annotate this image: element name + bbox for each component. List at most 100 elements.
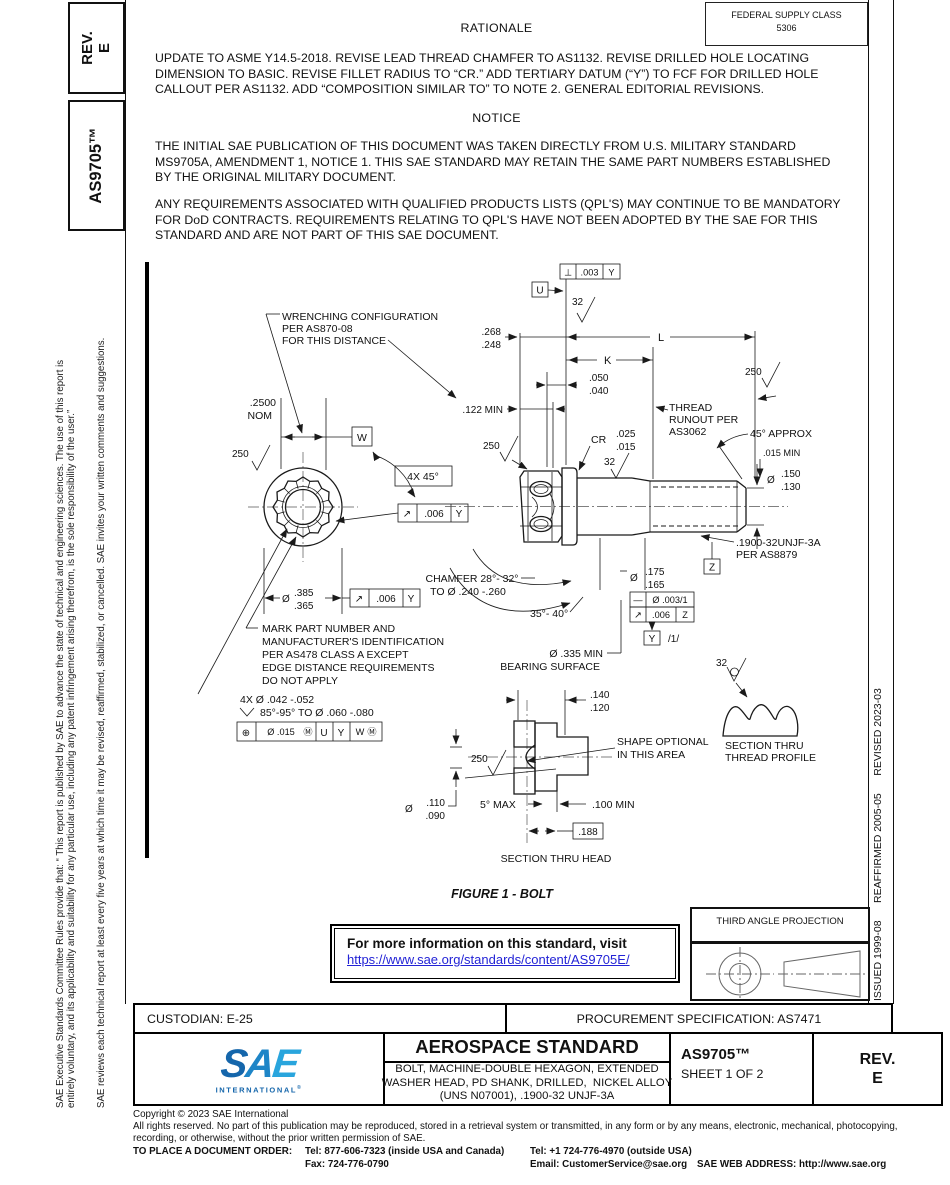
thread-callout: .1900-32UNJF-3A PER AS8879 Z [700, 534, 821, 575]
order-label: TO PLACE A DOCUMENT ORDER: [133, 1146, 293, 1157]
rev-value: E [96, 43, 113, 54]
dia-symbol-150: Ø [767, 475, 775, 486]
note-45-approx: 45° APPROX [750, 428, 812, 440]
dim-122-min: .122 MIN [462, 405, 503, 416]
bearing-surface-note: Ø .335 MIN BEARING SURFACE [500, 600, 622, 673]
dia-symbol-110: Ø [405, 804, 413, 815]
third-angle-projection-label: THIRD ANGLE PROJECTION [692, 909, 868, 944]
title-block-row-1: CUSTODIAN: E-25 PROCUREMENT SPECIFICATIO… [133, 1003, 893, 1032]
svg-text:↗: ↗ [355, 594, 363, 605]
federal-supply-class-box: FEDERAL SUPPLY CLASS 5306 [705, 2, 868, 46]
notice-para-1: THE INITIAL SAE PUBLICATION OF THIS DOCU… [155, 139, 831, 185]
shape-optional-1: SHAPE OPTIONAL [617, 736, 709, 748]
dim-015: .015 [616, 442, 636, 453]
svg-text:↗: ↗ [403, 509, 411, 520]
datum-u-flag: U [536, 286, 543, 297]
svg-text:AS3062: AS3062 [669, 426, 707, 438]
svg-text:Ø .335 MIN: Ø .335 MIN [549, 648, 603, 660]
thread-runout-note: THREAD RUNOUT PER AS3062 [655, 402, 739, 438]
finish-250-front: 250 [232, 449, 249, 460]
title-line-1: BOLT, MACHINE-DOUBLE HEXAGON, EXTENDED [395, 1063, 659, 1076]
svg-text:⊥: ⊥ [564, 268, 572, 278]
svg-text:85°-95° TO Ø .060 -.080: 85°-95° TO Ø .060 -.080 [260, 707, 374, 719]
standard-type: AEROSPACE STANDARD [385, 1034, 669, 1063]
fcf-runout-head-od: ↗ .006 Y [342, 588, 421, 608]
rationale-heading: RATIONALE [460, 21, 533, 35]
doc-number-cell: AS9705™ SHEET 1 OF 2 [671, 1034, 814, 1104]
dim-L: L [658, 332, 664, 344]
svg-text:PER AS478 CLASS A EXCEPT: PER AS478 CLASS A EXCEPT [262, 649, 409, 661]
sae-logo-e: E [270, 1041, 300, 1086]
side-view: ⊥ .003 Y U 32 .268 .248 L K [425, 263, 821, 673]
note-cr: CR [591, 434, 607, 446]
rev-box-text: REV. E [68, 2, 124, 94]
svg-text:Ø .015: Ø .015 [267, 727, 295, 737]
sae-logo: SAE INTERNATIONAL® [135, 1034, 385, 1104]
notice-para-2: ANY REQUIREMENTS ASSOCIATED WITH QUALIFI… [155, 197, 841, 243]
info-box-text: For more information on this standard, v… [347, 936, 627, 951]
rights-line-1: All rights reserved. No part of this pub… [133, 1121, 898, 1132]
rev-label: REV. [79, 31, 96, 65]
doc-number-box [68, 100, 125, 231]
fcf-runout-top: ↗ .006 Y [335, 503, 469, 524]
standard-url-link[interactable]: https://www.sae.org/standards/content/AS… [347, 952, 630, 967]
dim-110: .110 [426, 798, 445, 809]
finish-250-head: 250 [483, 441, 500, 452]
right-inner-border-line [868, 0, 869, 1004]
tel-inside: Tel: 877-606-7323 (inside USA and Canada… [305, 1146, 505, 1157]
dim-268: .268 [482, 327, 502, 338]
finish-250-thread: 250 [745, 367, 762, 378]
dia-symbol-385: Ø [282, 594, 290, 605]
svg-text:Y: Y [408, 594, 415, 605]
tel-outside: Tel: +1 724-776-4970 (outside USA) [530, 1146, 692, 1157]
info-box: For more information on this standard, v… [330, 924, 680, 983]
countersink-icon [239, 707, 255, 717]
figure-1-bolt-drawing: W .2500 NOM WRENCHING CONFIGURATION PER … [145, 262, 821, 901]
svg-text:Z: Z [682, 610, 688, 620]
note-35-40: 35°- 40° [530, 608, 568, 620]
rights-line-2: recording, or otherwise, without the pri… [133, 1133, 426, 1144]
svg-text:—: — [633, 595, 643, 605]
figure-caption: FIGURE 1 - BOLT [451, 887, 554, 901]
svg-text:MANUFACTURER'S IDENTIFICATION: MANUFACTURER'S IDENTIFICATION [262, 636, 444, 648]
dim-090: .090 [426, 811, 446, 822]
svg-text:PER AS8879: PER AS8879 [736, 549, 797, 561]
svg-text:.1900-32UNJF-3A: .1900-32UNJF-3A [736, 537, 821, 549]
title-line-3: (UNS N07001), .1900-32 UNJF-3A [439, 1090, 615, 1103]
dim-K: K [604, 355, 612, 367]
custodian-cell: CUSTODIAN: E-25 [135, 1005, 507, 1032]
legal-vertical-text: SAE Executive Standards Committee Rules … [55, 236, 77, 1108]
rev-box [68, 2, 125, 94]
email-address: Email: CustomerService@sae.org [530, 1159, 688, 1170]
dim-2500: .2500 [250, 397, 276, 409]
sae-logo-subtext: INTERNATIONAL [215, 1085, 298, 1095]
dim-100-min: .100 MIN [592, 799, 635, 811]
dim-140: .140 [590, 690, 610, 701]
fax-number: Fax: 724-776-0790 [305, 1159, 389, 1170]
dim-150: .150 [781, 469, 801, 480]
svg-text:DO NOT APPLY: DO NOT APPLY [262, 675, 338, 687]
datum-w-flag: W [357, 432, 367, 444]
rev-cell: REV. E [814, 1034, 941, 1104]
dia-symbol-175: Ø [630, 573, 638, 584]
dim-248: .248 [482, 340, 502, 351]
svg-text:TO Ø .240 -.260: TO Ø .240 -.260 [430, 586, 506, 598]
doc-number: AS9705™ [681, 1046, 751, 1063]
svg-text:THREAD: THREAD [669, 402, 713, 414]
review-vertical-text: SAE reviews each technical report at lea… [96, 337, 107, 1108]
dim-050: .050 [589, 373, 609, 384]
section-thru-thread-profile: 32 SECTION THRU THREAD PROFILE [716, 657, 816, 764]
svg-text:CHAMFER 28°- 32°: CHAMFER 28°- 32° [425, 573, 518, 585]
svg-text:.003: .003 [581, 268, 599, 278]
front-view-hatch [276, 480, 330, 534]
dim-5-max: 5° MAX [480, 799, 516, 811]
dim-165: .165 [645, 580, 665, 591]
front-view: W .2500 NOM WRENCHING CONFIGURATION PER … [197, 311, 469, 742]
svg-text:W: W [356, 727, 365, 737]
finish-250-section: 250 [471, 754, 488, 765]
copyright-line: Copyright © 2023 SAE International [133, 1109, 289, 1120]
third-angle-projection-box: THIRD ANGLE PROJECTION [690, 907, 870, 1001]
svg-text:.006: .006 [424, 509, 444, 520]
wrenching-note-1: WRENCHING CONFIGURATION [282, 311, 438, 323]
shape-optional-2: IN THIS AREA [617, 749, 685, 761]
